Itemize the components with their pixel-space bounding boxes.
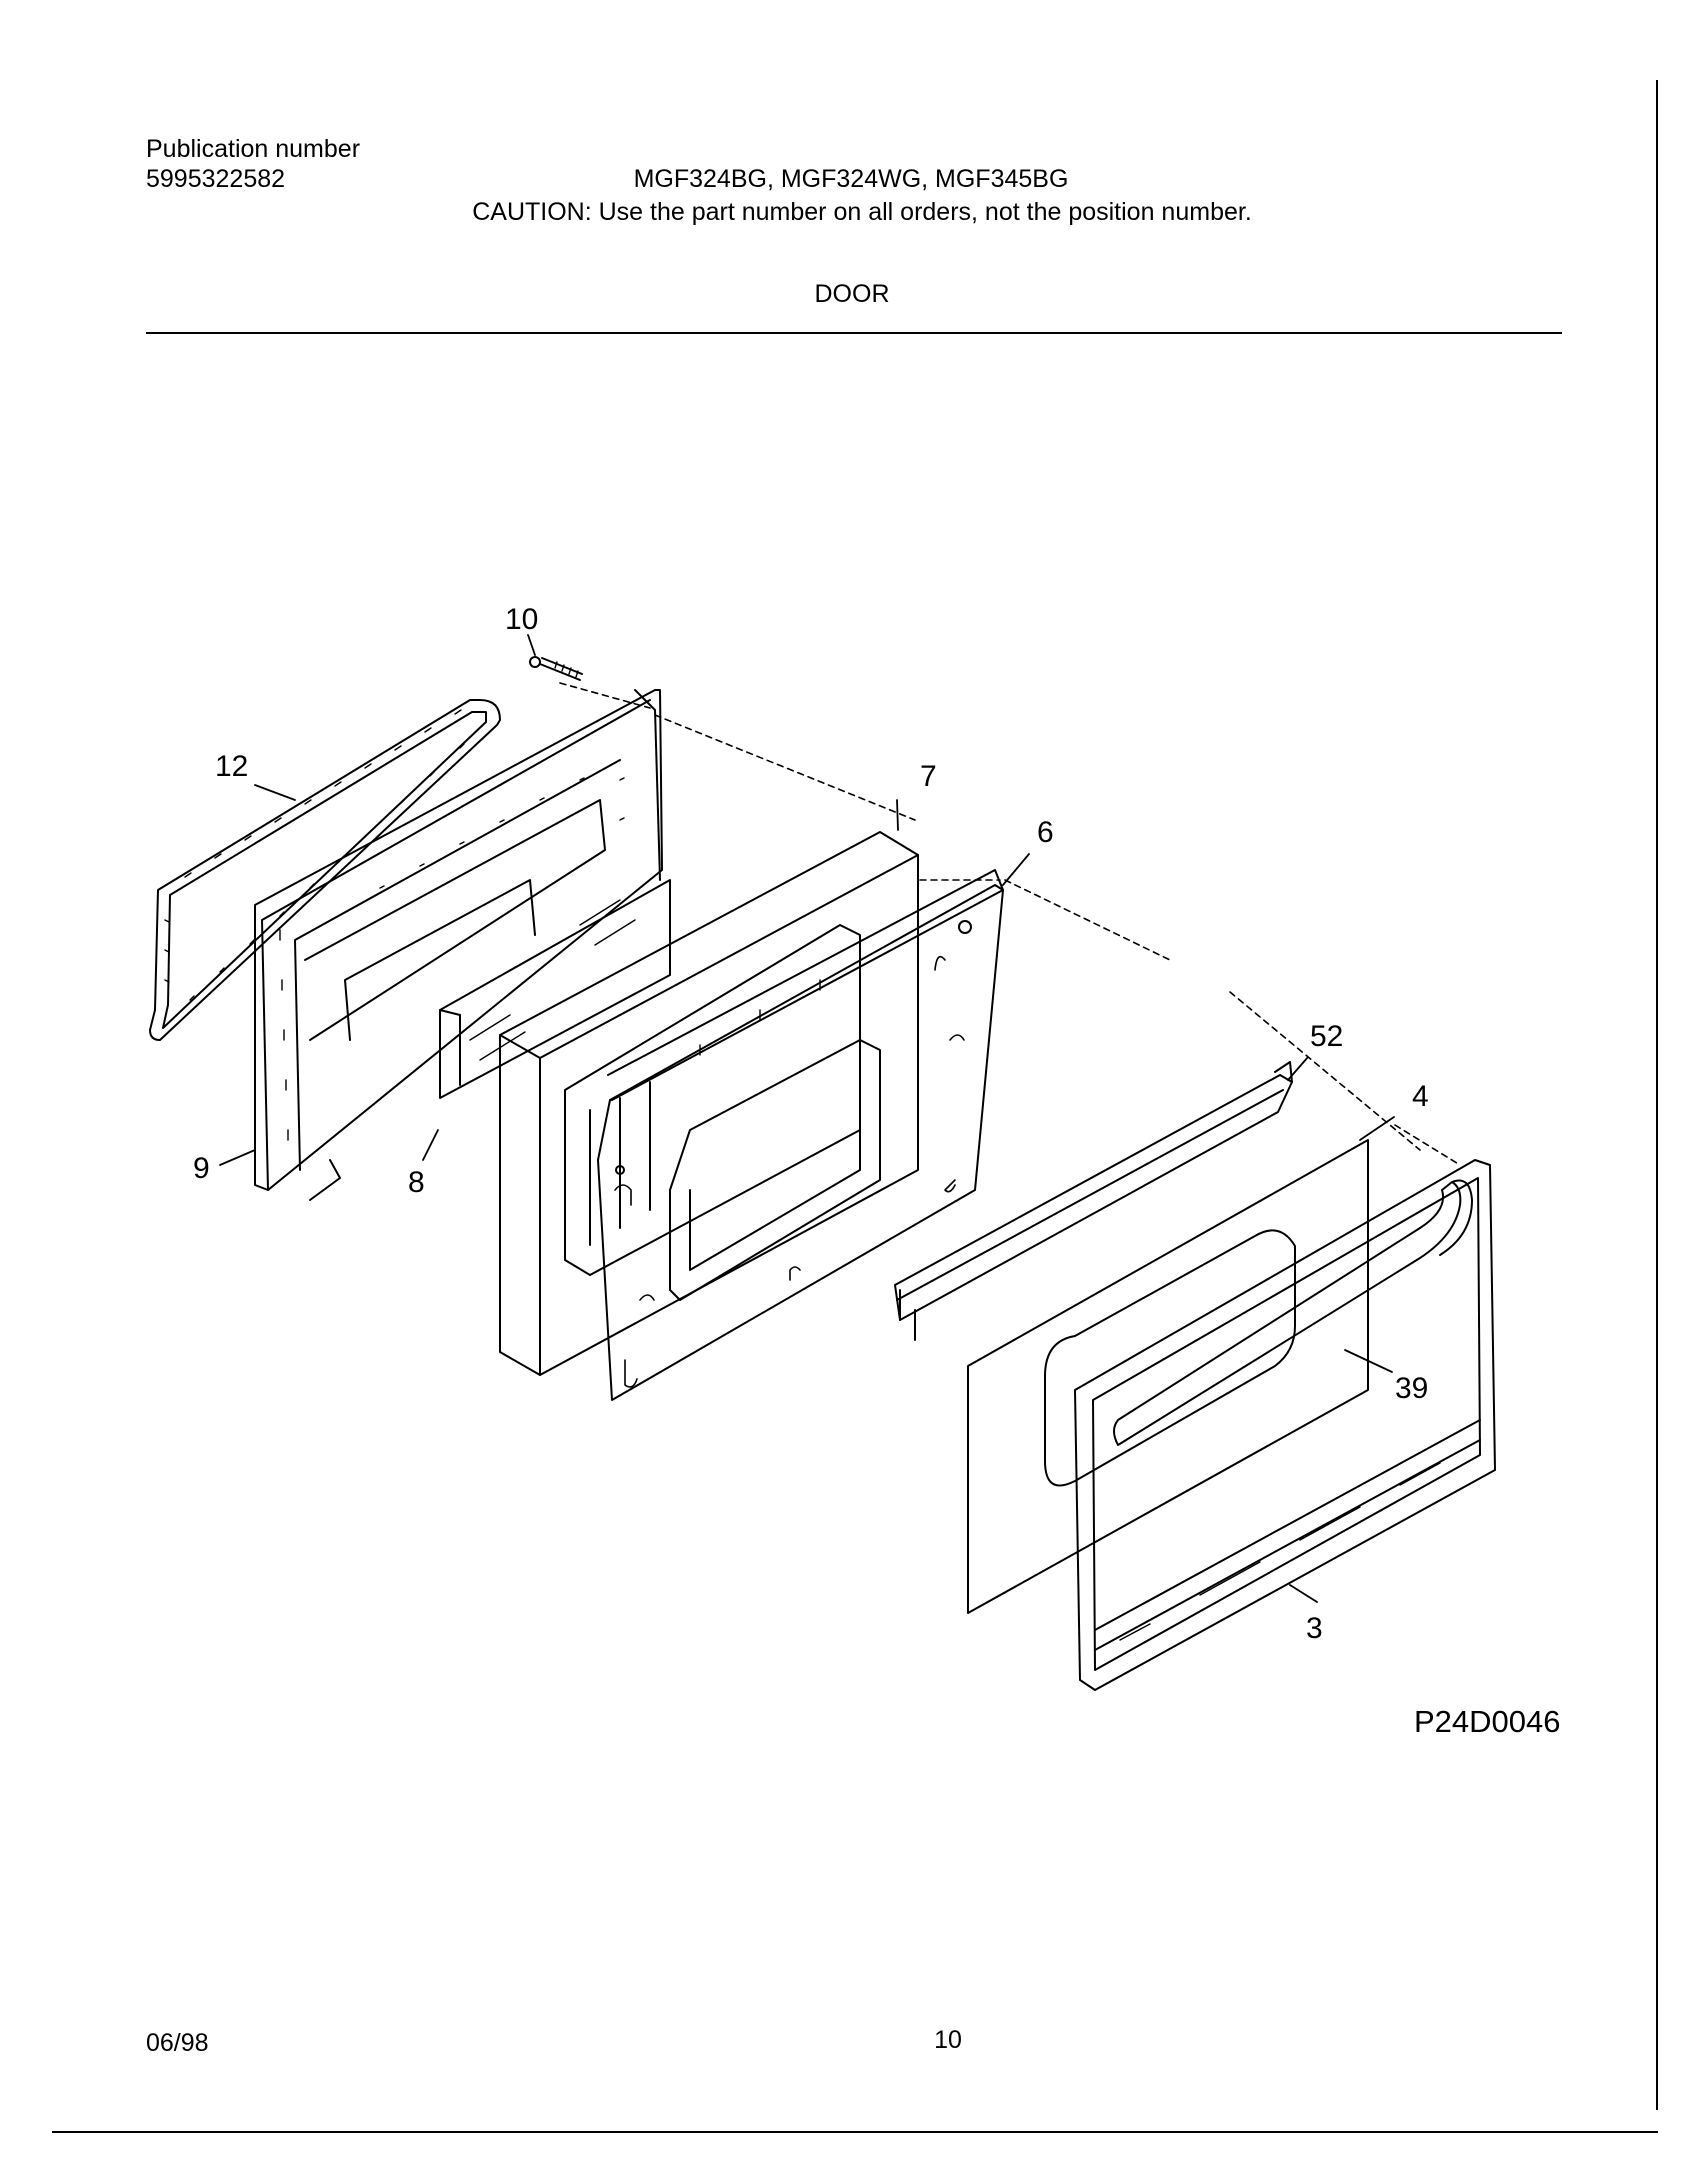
callout-12: 12 — [215, 750, 248, 783]
callout-6: 6 — [1037, 816, 1054, 849]
page-number: 10 — [934, 2026, 962, 2054]
section-title: DOOR — [814, 280, 890, 308]
part-6-door-panel — [597, 869, 1004, 1401]
callout-leaders — [219, 634, 1395, 1603]
footer-date: 06/98 — [146, 2029, 209, 2057]
publication-label: Publication number — [146, 135, 361, 163]
model-numbers: MGF324BG, MGF324WG, MGF345BG — [633, 165, 1069, 193]
caution-note: CAUTION: Use the part number on all orde… — [472, 198, 1252, 226]
assembly-guide-lines — [559, 682, 1461, 1166]
part-3-outer-frame — [1074, 1159, 1496, 1691]
part-7-insulation — [499, 831, 919, 1376]
callout-9: 9 — [193, 1152, 210, 1185]
callout-3: 3 — [1306, 1612, 1323, 1645]
part-52-vent-channel — [894, 1061, 1293, 1341]
part-10-screw — [529, 656, 583, 681]
callout-10: 10 — [505, 603, 538, 636]
part-8-glass-panel — [439, 879, 671, 1099]
callout-4: 4 — [1412, 1080, 1429, 1113]
part-12-door-gasket — [149, 699, 501, 1041]
part-39-handle — [1113, 1179, 1473, 1446]
callout-52: 52 — [1310, 1020, 1343, 1053]
callout-8: 8 — [408, 1166, 425, 1199]
part-4-outer-glass — [967, 1139, 1369, 1614]
publication-number: 5995322582 — [146, 165, 286, 193]
bottom-border-line — [52, 2131, 1658, 2133]
right-border-line — [1656, 80, 1658, 2110]
part-9-inner-liner — [254, 689, 663, 1201]
callout-39: 39 — [1395, 1372, 1428, 1405]
drawing-code: P24D0046 — [1414, 1704, 1561, 1739]
callout-7: 7 — [920, 760, 937, 793]
header-rule — [146, 332, 1562, 334]
